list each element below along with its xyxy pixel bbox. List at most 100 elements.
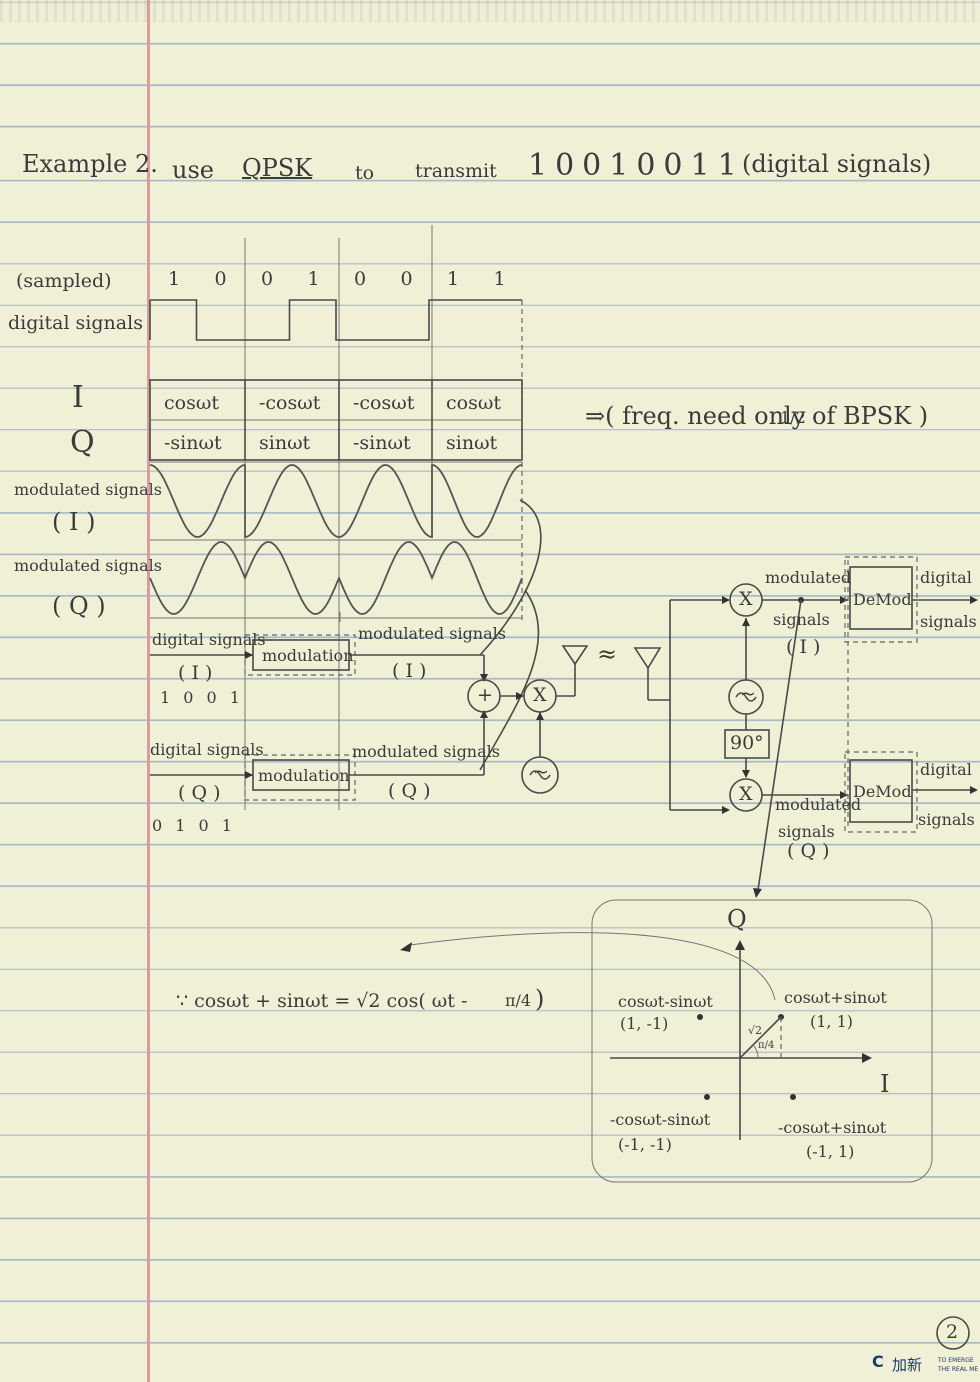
rx-mod-q-line3: ( Q ) (787, 840, 830, 862)
rx-oscillator-symbol: ~ (740, 683, 756, 705)
point-m1-m1 (704, 1094, 710, 1100)
tx-input-i-sub: ( I ) (178, 662, 213, 684)
point-1-m1 (697, 1014, 703, 1020)
tx-modulation-i: modulation (262, 646, 354, 665)
symbol-q-cell: sinωt (446, 432, 498, 454)
modulated-i-frame (150, 461, 522, 541)
approx-symbol: ≈ (597, 640, 618, 668)
symbol-q-cell: sinωt (259, 432, 311, 454)
point-label-m1-1: -cosωt+sinωt (778, 1118, 887, 1137)
demod-bottom-label: DeMod (853, 782, 912, 801)
modulated-q-paren: ( Q ) (52, 592, 106, 620)
point-coord-m1-m1: (-1, -1) (618, 1135, 672, 1154)
adder-symbol: + (477, 684, 493, 706)
phase-shift-label: 90° (730, 732, 764, 754)
digital-waveform (149, 299, 522, 341)
tx-output-i-label: modulated signals (358, 624, 506, 643)
rx-mixer-bottom-symbol: X (739, 783, 753, 805)
symbol-i-cell: -cosωt (353, 392, 415, 414)
tx-input-q-sub: ( Q ) (178, 782, 221, 804)
rx-out-q-line2: signals (918, 810, 975, 829)
point-label-1-m1: cosωt-sinωt (618, 992, 713, 1011)
symbol-q-cell: -sinωt (353, 432, 411, 454)
brand-name: 加新 (892, 1356, 923, 1374)
rx-mod-q-line2: signals (778, 822, 835, 841)
modulated-i-label: modulated signals (14, 480, 162, 499)
transmitter-block (150, 634, 589, 801)
digital-waveform-path (150, 299, 522, 341)
demod-top-label: DeMod (853, 590, 912, 609)
rx-out-i-line2: signals (920, 612, 977, 631)
tx-modulation-q: modulation (258, 766, 350, 785)
tx-output-q-sub: ( Q ) (388, 780, 431, 802)
tx-output-i-sub: ( I ) (392, 660, 427, 682)
radius-label: √2 (748, 1024, 763, 1037)
point-label-m1-m1: -cosωt-sinωt (610, 1110, 711, 1129)
arrow-i-to-adder (479, 499, 542, 656)
rx-mod-q-line1: modulated (775, 795, 862, 814)
constellation-i-axis-label: I (880, 1070, 890, 1098)
sampled-bit: 0 (400, 268, 413, 290)
point-m1-1 (790, 1094, 796, 1100)
identity-pi4: π/4 (505, 991, 532, 1010)
bit-string: 10010011 (528, 148, 745, 183)
tx-mixer-symbol: X (533, 684, 547, 706)
rx-mod-i-line3: ( I ) (786, 636, 821, 658)
brand-slogan-1: TO EMERGE (938, 1357, 974, 1364)
arrow-to-identity (409, 932, 776, 1001)
modulated-q-label: modulated signals (14, 556, 162, 575)
margin-line (147, 0, 150, 1382)
rx-mod-i-line1: modulated (765, 568, 852, 587)
heading-note: (digital signals) (742, 150, 932, 178)
digital-signals-label: digital signals (8, 312, 143, 334)
tx-oscillator-symbol: ~ (533, 761, 549, 783)
i-row-label: I (72, 380, 84, 415)
angle-label: π/4 (758, 1040, 775, 1051)
symbol-i-cell: cosωt (446, 392, 501, 414)
point-coord-m1-1: (-1, 1) (806, 1142, 855, 1161)
rx-out-q-line1: digital (920, 760, 972, 779)
symbol-i-cell: -cosωt (259, 392, 321, 414)
rx-out-i-line1: digital (920, 568, 972, 587)
constellation-frame (591, 899, 933, 1183)
sampled-label: (sampled) (16, 270, 112, 292)
transmit-word: transmit (415, 160, 497, 182)
to-word: to (355, 162, 375, 184)
tx-input-i-label: digital signals (152, 630, 266, 649)
arrow-q-to-adder (479, 589, 540, 771)
point-coord-1-m1: (1, -1) (620, 1014, 669, 1033)
page-number: 2 (946, 1321, 959, 1343)
example-label: Example 2. (22, 150, 158, 178)
method-name: QPSK (242, 154, 313, 182)
symbol-table (149, 379, 523, 461)
freq-note-tail: of BPSK ) (812, 402, 929, 430)
tx-input-q-label: digital signals (150, 740, 264, 759)
page-number-circle (936, 1316, 970, 1350)
freq-fraction: 1/2 (780, 408, 806, 427)
sampled-bit: 0 (354, 268, 367, 290)
sampled-bit: 1 (168, 268, 181, 290)
symbol-q-cell: -sinωt (164, 432, 222, 454)
sampled-bit: 0 (214, 268, 227, 290)
modulated-i-wave (149, 463, 523, 539)
freq-note: ⇒( freq. need only (585, 402, 806, 430)
rx-mixer-top-symbol: X (739, 588, 753, 610)
sampled-bit: 1 (307, 268, 320, 290)
rx-mod-i-line2: signals (773, 610, 830, 629)
tx-bits-q: 0 1 0 1 (152, 816, 236, 835)
sampled-bit: 1 (447, 268, 460, 290)
tx-output-q-label: modulated signals (352, 742, 500, 761)
identity-equation: ∵ cosωt + sinωt = √2 cos( ωt - (176, 990, 468, 1012)
identity-close: ) (535, 985, 545, 1013)
sampled-bit: 0 (261, 268, 274, 290)
point-coord-1-1: (1, 1) (810, 1012, 854, 1031)
symbol-i-cell: cosωt (164, 392, 219, 414)
page-top-edge (0, 0, 980, 22)
point-label-1-1: cosωt+sinωt (784, 988, 887, 1007)
tx-bits-i: 1 0 0 1 (160, 688, 244, 707)
sampled-bit: 1 (493, 268, 506, 290)
brand-slogan-2: THE REAL ME (938, 1366, 979, 1373)
modulated-q-wave (149, 541, 523, 615)
